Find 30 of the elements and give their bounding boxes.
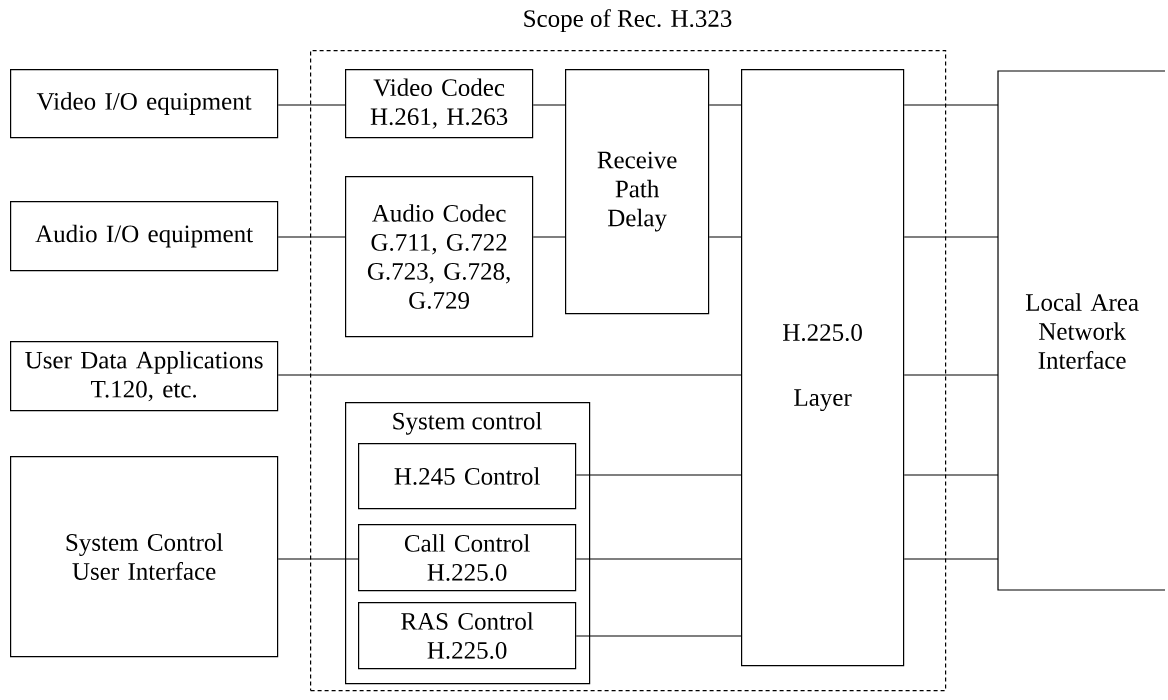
- network-interface: Local Area Network Interface: [997, 70, 1166, 591]
- codec-box: Video Codec H.261, H.263: [345, 69, 534, 139]
- connector-line: [277, 558, 359, 560]
- equipment-box: Video I/O equipment: [10, 69, 279, 139]
- connector-line: [277, 236, 346, 238]
- connector-line: [903, 236, 999, 238]
- application-box: User Data Applications T.120, etc.: [10, 341, 279, 412]
- interface-box: System Control User Interface: [10, 456, 279, 658]
- connector-line: [575, 635, 742, 637]
- boundary-title: Scope of Rec. H.323: [524, 9, 732, 33]
- layer-box: H.225.0 Layer: [741, 69, 905, 667]
- equipment-box: Audio I/O equipment: [10, 201, 279, 272]
- control-box: H.245 Control: [358, 443, 577, 510]
- connector-line: [708, 236, 742, 238]
- connector-line: [903, 374, 999, 376]
- connector-line: [277, 104, 346, 106]
- connector-line: [575, 474, 742, 476]
- connector-line: [903, 474, 999, 476]
- codec-box: Audio Codec G.711, G.722 G.723, G.728, G.729: [345, 176, 534, 338]
- connector-line: [277, 374, 742, 376]
- connector-line: [708, 104, 742, 106]
- control-box: Call Control H.225.0: [358, 524, 577, 592]
- connector-line: [532, 104, 566, 106]
- connector-line: [903, 558, 999, 560]
- control-box: RAS Control H.225.0: [358, 602, 577, 670]
- connector-line: [532, 236, 566, 238]
- connector-line: [903, 104, 999, 106]
- delay-box: Receive Path Delay: [565, 69, 710, 315]
- group-title: System control: [393, 411, 542, 435]
- connector-line: [575, 558, 742, 560]
